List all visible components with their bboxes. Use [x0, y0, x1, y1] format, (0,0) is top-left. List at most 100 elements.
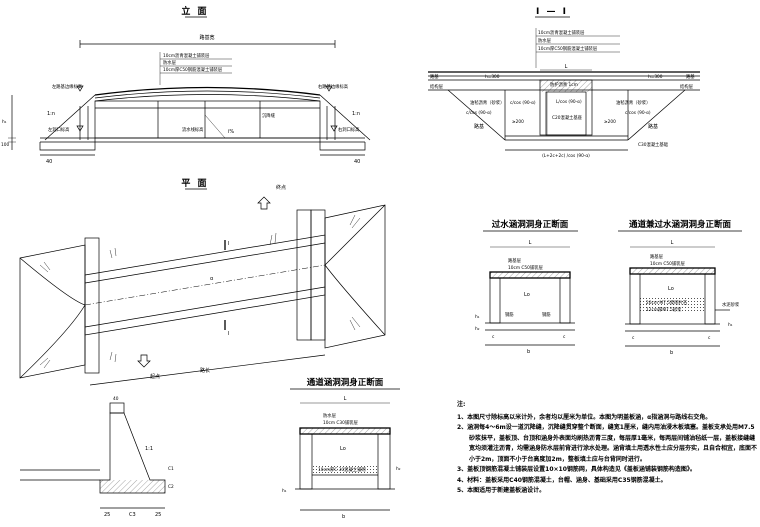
abutment-dim-left: 25 — [104, 512, 110, 518]
note-3: 3、盖板顶钢筋混凝土铺装层设置10×10钢筋网，具体构造见《盖板涵铺装钢筋构造图… — [457, 466, 696, 473]
gutter-right: 油毡沥青（砂浆） — [616, 99, 650, 106]
note-5: 5、本图适用于新建盖板涵设计。 — [457, 487, 546, 494]
settlement-joint-label: 沉降缝 — [262, 112, 276, 119]
abutment-dim-mid: C3 — [129, 512, 136, 518]
right-embankment-label: 右路基边缘标高 — [318, 83, 349, 90]
passage-layer-1: 防水层 — [323, 412, 337, 419]
culvert-a-title: 过水涵洞洞身正断面 — [492, 219, 569, 230]
plan-title: 平 面 — [181, 178, 208, 189]
base-right: C30混凝土基础 — [638, 141, 668, 148]
culvert-a-layer-1: 路基层 — [508, 257, 522, 264]
passage-l: L — [344, 396, 347, 402]
passage-b: b — [342, 514, 345, 520]
passage-lo: Lo — [340, 446, 346, 452]
culvert-a-slope-right: 钢筋 — [542, 311, 551, 318]
passage-culvert: 通道涵洞洞身正断面 L 防水层 10cm C30铺装层 10cm厚C 30混凝土… — [282, 377, 401, 520]
dim-h1: h₁ — [2, 119, 7, 125]
la-label: L/cos (90-α) — [556, 99, 582, 105]
min-right: ≥200 — [604, 119, 616, 125]
section-mark-top: I — [228, 241, 229, 247]
gap-label: 防护沥青 1cm — [550, 81, 578, 88]
section-layer-3: 10cm厚C50钢筋混凝土铺装层 — [538, 45, 598, 52]
l-top: L — [565, 64, 568, 70]
culvert-b: 通道兼过水涵洞洞身正断面 L 路基层 10cm C50铺装层 Lo 20cm M… — [618, 219, 742, 356]
culvert-b-c-left: c — [632, 336, 635, 341]
slope-right-label: 1:n — [352, 111, 360, 117]
note-1: 1、本图尺寸除标高以米计外，余者均以厘米为单位。本图为明盖板涵，α指涵洞与路线右… — [457, 413, 712, 421]
structure-left: 结构层 — [430, 83, 444, 90]
culvert-a-c-left: c — [492, 335, 495, 340]
abutment-dim-right: 25 — [155, 512, 161, 518]
notes-title: 注: — [457, 401, 466, 408]
culvert-b-title: 通道兼过水涵洞洞身正断面 — [629, 219, 732, 230]
section-layer-2: 防水层 — [538, 37, 552, 44]
culvert-b-pipe: 12cm厚M7.5砂浆 — [646, 306, 682, 313]
culvert-a-slope-left: 钢筋 — [505, 311, 514, 318]
culvert-a: 过水涵洞洞身正断面 L 路基层 10cm C50铺装层 Lo 钢筋 钢筋 c c… — [475, 219, 578, 355]
plan-start: 终点 — [276, 184, 286, 191]
abutment-detail: 1:1 40 25 C3 25 C1 C2 — [20, 396, 174, 518]
passage-title: 通道涵洞洞身正断面 — [307, 377, 384, 388]
flow-line-label: 流水线标高 — [182, 126, 204, 133]
abutment-top-dim: 40 — [113, 396, 119, 402]
section-title: I — I — [536, 7, 568, 17]
note-4: 4、材料：盖板采用C40钢筋混凝土，台帽、涵身、基础采用C35钢筋混凝土。 — [457, 476, 667, 484]
gradient-label: i% — [228, 129, 234, 135]
culvert-b-mortar: 20cm M7.5浆砌片石 — [646, 299, 688, 306]
culvert-b-h1: h₁ — [728, 322, 733, 328]
roadbed-left-2: 路基 — [474, 123, 484, 130]
abutment-slope: 1:1 — [145, 446, 153, 452]
roadbed-width-label: 路基宽 — [199, 34, 214, 41]
culvert-b-l: L — [671, 240, 674, 246]
cos-center: c/cos (90-α) — [510, 100, 536, 106]
left-embankment-label: 左路基边缘标高 — [52, 83, 83, 90]
passage-mortar: 10cm厚C 30混凝土铺砌 — [318, 466, 366, 473]
gutter-left: 油毡沥青（砂浆） — [470, 99, 504, 106]
angle-label: α — [210, 276, 214, 282]
section-layer-1: 10cm沥青混凝土铺装层 — [538, 29, 585, 36]
elevation-view: 立 面 路基宽 10cm沥青混凝土铺装层 防水层 10cm厚C50钢筋混凝土铺装… — [1, 5, 371, 165]
dim-right: 40 — [354, 159, 360, 165]
passage-layer-2: 10cm C30铺装层 — [323, 419, 358, 426]
culvert-a-layer-2: 10cm C50铺装层 — [508, 264, 543, 271]
roadbed-left: 路基 — [430, 73, 439, 80]
passage-h1: h₁ — [282, 488, 287, 494]
cos-right: c/cos (90-α) — [625, 110, 651, 116]
roadbed-right: 路基 — [686, 73, 695, 80]
culvert-b-c-right: c — [708, 336, 711, 341]
elevation-layer-2: 防水层 — [163, 59, 177, 66]
elevation-layer-3: 10cm厚C50钢筋混凝土铺装层 — [163, 66, 223, 73]
foundation-label: C20混凝土基座 — [552, 114, 583, 121]
section-mark-bottom: I — [228, 331, 229, 337]
elevation-title: 立 面 — [181, 5, 208, 17]
elevation-layer-1: 10cm沥青混凝土铺装层 — [163, 52, 210, 59]
dim-h2: 100 — [1, 142, 9, 148]
section-view: I — I 10cm沥青混凝土铺装层 防水层 10cm厚C50钢筋混凝土铺装层 … — [428, 7, 700, 159]
left-outlet-label: 左洞口标高 — [48, 126, 70, 133]
culvert-a-c-right: c — [563, 335, 566, 340]
culvert-a-h1: h₁ — [475, 314, 480, 320]
bottom-dim: (L+2c+2c) /cos (90-α) — [542, 153, 590, 159]
note-2: 2、涵洞每4～6m设一道沉降缝，沉降缝贯穿整个断面，缝宽1厘米，缝内用油浸木板填… — [457, 424, 758, 463]
cos-left: c/cos (90-α) — [466, 110, 492, 116]
plan-length: 路长 — [200, 367, 210, 374]
culvert-a-h2: h₂ — [475, 326, 480, 332]
min-left: ≥200 — [512, 119, 524, 125]
culvert-b-b: b — [670, 350, 673, 356]
notes: 注: 1、本图尺寸除标高以米计外，余者均以厘米为单位。本图为明盖板涵，α指涵洞与… — [457, 400, 757, 497]
plan-view: 平 面 终点 起点 — [19, 178, 386, 386]
culvert-b-layer-1: 路基层 — [650, 253, 664, 260]
culvert-b-layer-2: 10cm C50铺装层 — [650, 260, 685, 267]
dim-left: 40 — [46, 159, 52, 165]
passage-h2: h₂ — [396, 466, 401, 472]
culvert-a-l: L — [529, 240, 532, 246]
culvert-b-right-note: 水泥砂浆 — [722, 301, 740, 308]
h-left: h=300 — [485, 74, 500, 80]
abutment-c1: C1 — [168, 466, 174, 472]
culvert-b-lo: Lo — [668, 286, 674, 292]
structure-right: 结构层 — [680, 83, 694, 90]
right-outlet-label: 右洞口标高 — [338, 126, 360, 133]
culvert-a-b: b — [527, 349, 530, 355]
abutment-c2: C2 — [168, 484, 174, 490]
